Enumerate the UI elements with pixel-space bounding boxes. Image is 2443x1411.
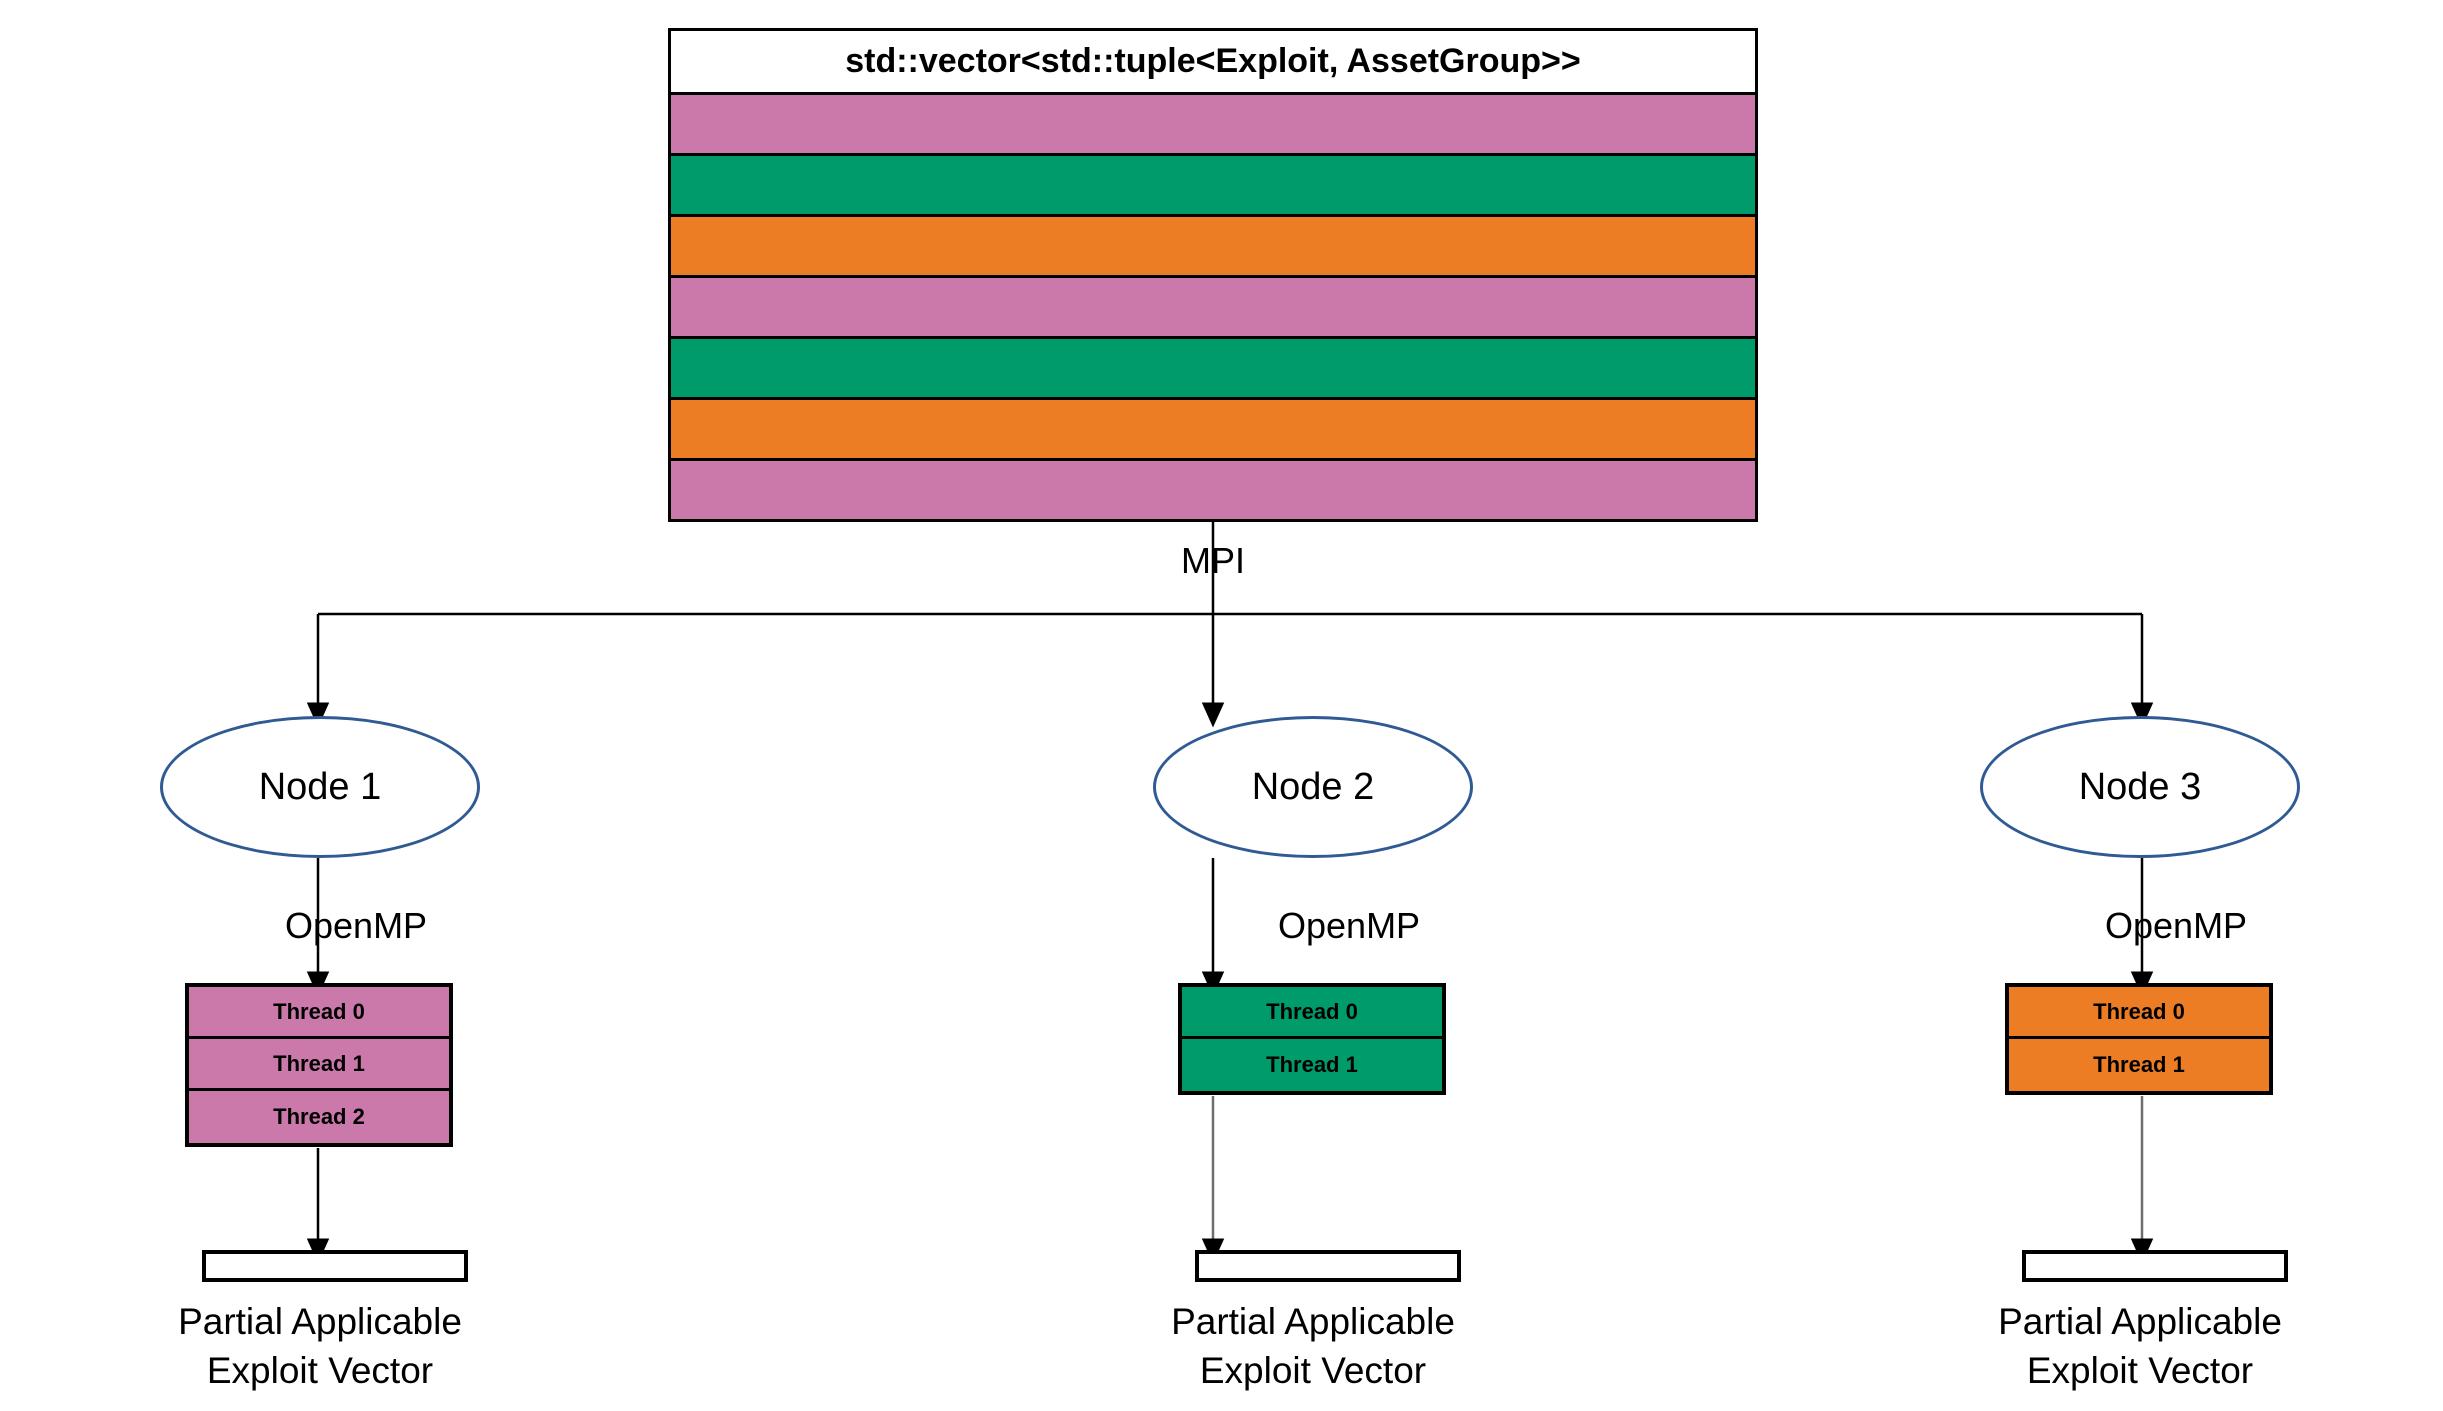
thread-label: Thread 2 xyxy=(273,1104,365,1129)
output-caption-3: Partial Applicable Exploit Vector xyxy=(1910,1297,2370,1395)
node-label: Node 3 xyxy=(2078,765,2202,808)
vector-row xyxy=(671,400,1755,461)
node-label: Node 1 xyxy=(258,765,382,808)
node-column-1: Node 1 OpenMP Thread 0 Thread 1 Thread 2… xyxy=(90,0,550,1411)
thread-stack-1: Thread 0 Thread 1 Thread 2 xyxy=(185,983,453,1147)
node-ellipse-1[interactable]: Node 1 xyxy=(160,716,480,858)
output-caption-line-2: Exploit Vector xyxy=(1199,1350,1427,1391)
thread-row: Thread 1 xyxy=(2009,1039,2269,1091)
node-column-3: Node 3 OpenMP Thread 0 Thread 1 Partial … xyxy=(1910,0,2370,1411)
output-caption-line-2: Exploit Vector xyxy=(2026,1350,2254,1391)
output-caption-2: Partial Applicable Exploit Vector xyxy=(1083,1297,1543,1395)
thread-label: Thread 1 xyxy=(1266,1052,1358,1077)
thread-label: Thread 1 xyxy=(273,1050,365,1076)
output-caption-line-1: Partial Applicable xyxy=(1171,1301,1455,1342)
output-caption-line-2: Exploit Vector xyxy=(206,1350,434,1391)
thread-label: Thread 0 xyxy=(1266,998,1358,1024)
vector-row xyxy=(671,461,1755,519)
output-vector-box-2 xyxy=(1195,1250,1461,1282)
thread-stack-2: Thread 0 Thread 1 xyxy=(1178,983,1446,1095)
vector-row xyxy=(671,156,1755,217)
thread-row: Thread 1 xyxy=(1182,1039,1442,1091)
thread-row: Thread 0 xyxy=(1182,987,1442,1039)
output-caption-1: Partial Applicable Exploit Vector xyxy=(90,1297,550,1395)
output-caption-line-1: Partial Applicable xyxy=(1998,1301,2282,1342)
thread-label: Thread 0 xyxy=(2093,998,2185,1024)
vector-row xyxy=(671,278,1755,339)
vector-row xyxy=(671,95,1755,156)
node-label: Node 2 xyxy=(1251,765,1375,808)
thread-row: Thread 0 xyxy=(189,987,449,1039)
output-caption-line-1: Partial Applicable xyxy=(178,1301,462,1342)
vector-row-list xyxy=(671,95,1755,519)
vector-title-text: std::vector<std::tuple<Exploit, AssetGro… xyxy=(845,42,1581,80)
thread-row: Thread 1 xyxy=(189,1039,449,1091)
vector-row xyxy=(671,339,1755,400)
thread-stack-3: Thread 0 Thread 1 xyxy=(2005,983,2273,1095)
openmp-label-2: OpenMP xyxy=(1278,905,1421,946)
thread-label: Thread 0 xyxy=(273,998,365,1024)
node-ellipse-2[interactable]: Node 2 xyxy=(1153,716,1473,858)
openmp-label-1: OpenMP xyxy=(285,905,428,946)
node-column-2: Node 2 OpenMP Thread 0 Thread 1 Partial … xyxy=(1083,0,1543,1411)
output-vector-box-3 xyxy=(2022,1250,2288,1282)
thread-label: Thread 1 xyxy=(2093,1052,2185,1077)
openmp-label-3: OpenMP xyxy=(2105,905,2248,946)
vector-row xyxy=(671,217,1755,278)
output-vector-box-1 xyxy=(202,1250,468,1282)
thread-row: Thread 0 xyxy=(2009,987,2269,1039)
thread-row: Thread 2 xyxy=(189,1091,449,1143)
vector-title-bar: std::vector<std::tuple<Exploit, AssetGro… xyxy=(671,31,1755,95)
master-exploit-vector-box: std::vector<std::tuple<Exploit, AssetGro… xyxy=(668,28,1758,522)
node-ellipse-3[interactable]: Node 3 xyxy=(1980,716,2300,858)
